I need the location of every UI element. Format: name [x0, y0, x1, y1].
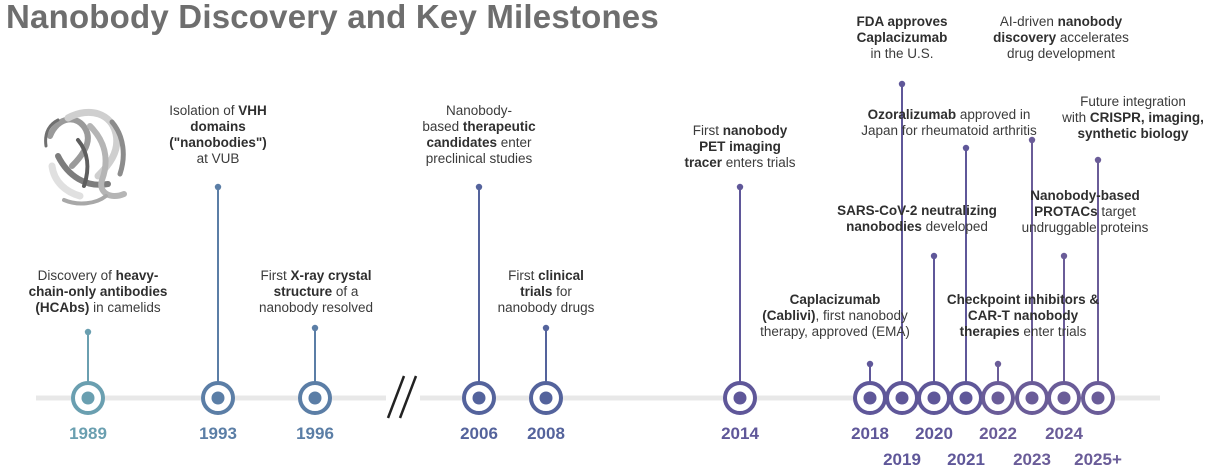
year-label-1993: 1993 [199, 424, 237, 443]
milestone-node-2024 [1047, 381, 1081, 415]
stem-tip-2014 [736, 183, 744, 191]
stem-tip-1996 [311, 324, 319, 332]
milestone-text-1989: Discovery of heavy-chain-only antibodies… [28, 268, 168, 315]
year-label-2018: 2018 [851, 424, 889, 443]
year-label-2014: 2014 [721, 424, 759, 443]
milestone-node-2019 [885, 381, 919, 415]
stem-tip-2023 [1028, 136, 1036, 144]
milestone-node-2022 [981, 381, 1015, 415]
nanobody-structure-illustration [44, 108, 127, 206]
milestone-node-1993 [201, 381, 235, 415]
milestone-node-1989 [71, 381, 105, 415]
year-label-2020: 2020 [915, 424, 953, 443]
page-title: Nanobody Discovery and Key Milestones [6, 0, 659, 35]
year-label-1996: 1996 [296, 424, 334, 443]
milestone-node-2021 [949, 381, 983, 415]
year-label-2023: 2023 [1013, 450, 1051, 469]
stem-tip-2019 [898, 80, 906, 88]
timeline-break-icon [386, 374, 420, 420]
year-label-2008: 2008 [527, 424, 565, 443]
year-label-2022: 2022 [979, 424, 1017, 443]
milestone-node-2025-plus [1081, 381, 1115, 415]
year-label-2019: 2019 [883, 450, 921, 469]
stem-tip-2021 [962, 144, 970, 152]
year-label-2006: 2006 [460, 424, 498, 443]
milestone-node-2020 [917, 381, 951, 415]
stem-tip-2020 [930, 252, 938, 260]
stem-tip-2006 [475, 183, 483, 191]
year-label-2024: 2024 [1045, 424, 1083, 443]
stem-tip-2024 [1060, 252, 1068, 260]
year-label-2025-plus: 2025+ [1074, 450, 1122, 469]
stem-tip-2018 [866, 360, 874, 368]
milestone-node-1996 [298, 381, 332, 415]
stem-tip-2022 [994, 360, 1002, 368]
stem-tip-2008 [542, 324, 550, 332]
milestone-node-2018 [853, 381, 887, 415]
year-label-2021: 2021 [947, 450, 985, 469]
year-label-1989: 1989 [69, 424, 107, 443]
stem-tip-2025-plus [1094, 156, 1102, 164]
milestone-node-2014 [723, 381, 757, 415]
milestone-node-2006 [462, 381, 496, 415]
milestone-node-2023 [1015, 381, 1049, 415]
stem-tip-1989 [84, 328, 92, 336]
milestone-node-2008 [529, 381, 563, 415]
stem-tip-1993 [214, 183, 222, 191]
